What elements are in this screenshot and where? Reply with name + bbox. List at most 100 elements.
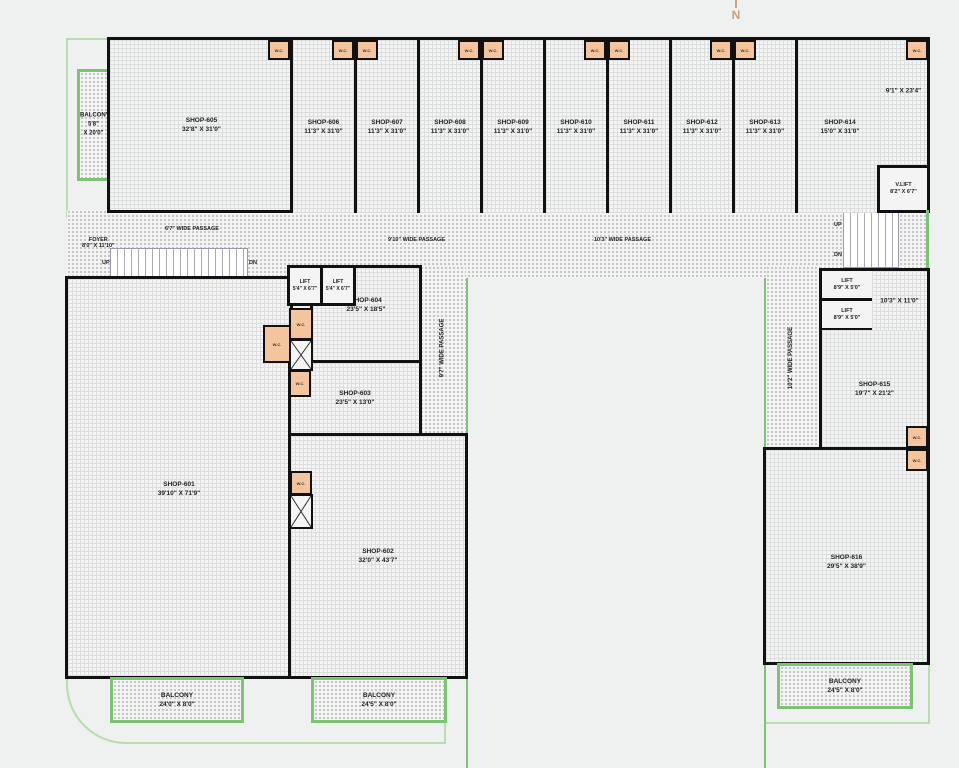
shop-size: 11'3" X 31'0" [745, 127, 785, 135]
wc: W.C. [584, 40, 606, 60]
foyer-size: 8'0" X 11'10" [82, 243, 115, 249]
lift-size: 5'4" X 6'7" [325, 285, 351, 292]
shop-name: SHOP-601 [163, 481, 195, 489]
shop-name: SHOP-613 [749, 118, 781, 126]
shop-name: SHOP-614 [824, 118, 856, 126]
wc: W.C. [906, 40, 928, 60]
right-vertical-passage [766, 266, 820, 448]
wc: W.C. [332, 40, 354, 60]
shop-name: SHOP-615 [858, 380, 891, 388]
balcony-name: BALCONY [828, 678, 862, 685]
shop-name: SHOP-609 [497, 118, 529, 126]
shop-size: 32'8" X 31'0" [182, 126, 221, 133]
left-vertical-passage [420, 266, 466, 436]
shop-size: 11'3" X 31'0" [682, 127, 722, 135]
wc: W.C. [263, 325, 291, 363]
shop-name: SHOP-616 [830, 554, 863, 562]
right-edge-green [926, 210, 929, 270]
north-label: N [731, 8, 741, 22]
passage-label: 10'2" WIDE PASSAGE [788, 326, 795, 390]
shop-size: 23'5" X 13'0" [335, 399, 375, 406]
shop-size: 11'3" X 31'0" [556, 127, 596, 135]
staircase-left [110, 248, 248, 278]
shop-name: SHOP-603 [339, 390, 371, 397]
balcony-size: 5'8" [88, 121, 99, 128]
shop-name: SHOP-607 [371, 118, 403, 126]
lift-size: 8'9" X 5'0" [833, 284, 861, 291]
duct-shaft [289, 339, 313, 371]
courtyard-outline [466, 266, 766, 768]
wc: W.C. [906, 426, 928, 448]
shop-name: SHOP-604 [350, 296, 382, 304]
shop-name: SHOP-612 [686, 118, 718, 126]
balcony-bottom-2: BALCONY 24'5" X 8'0" [311, 677, 447, 723]
shop-size: 11'3" X 31'0" [493, 127, 533, 135]
shop-size: 29'5" X 38'9" [827, 563, 866, 571]
shop-name: SHOP-602 [362, 548, 394, 555]
wc: W.C. [356, 40, 378, 60]
wc: W.C. [734, 40, 756, 60]
passage-label: 9'10" WIDE PASSAGE [388, 237, 445, 243]
shop-size: 23'5" X 18'5" [346, 305, 386, 313]
north-arrow-icon [735, 0, 737, 8]
wc: W.C. [289, 308, 313, 340]
shop-size: 11'3" X 31'0" [304, 127, 343, 135]
duct-shaft [289, 494, 313, 529]
north-indicator: N [728, 0, 744, 26]
wc: W.C. [608, 40, 630, 60]
shop-size: 39'10" X 71'9" [157, 490, 201, 498]
shop-size: 11'3" X 31'0" [367, 127, 407, 135]
balcony-name: BALCONY [362, 692, 396, 699]
wc: W.C. [289, 370, 311, 397]
lift-size: 8'2" X 6'7" [890, 189, 917, 195]
shop-name: SHOP-610 [560, 118, 592, 126]
lift-name: LIFT [841, 277, 853, 284]
shop-name: SHOP-611 [623, 118, 655, 126]
wc: W.C. [906, 449, 928, 471]
passage-label: 6'7" WIDE PASSAGE [165, 226, 219, 232]
wc: W.C. [482, 40, 504, 60]
site-outline-top-left [66, 38, 110, 218]
passage-label: 10'3" WIDE PASSAGE [594, 237, 651, 243]
shop-size: 15'0" X 31'0" [820, 127, 860, 135]
shop-size: 32'0" X 43'7" [358, 557, 398, 564]
wc: W.C. [268, 40, 290, 60]
shop-size: 11'3" X 31'0" [619, 127, 659, 135]
lift-name: LIFT [299, 278, 311, 285]
shop-name: SHOP-606 [307, 118, 340, 126]
room-top-right: 9'1" X 23'4" [880, 37, 930, 167]
staircase-right [843, 210, 899, 268]
shop-603: SHOP-603 23'5" X 13'0" [288, 360, 422, 436]
shop-602: SHOP-602 32'0" X 43'7" [288, 433, 468, 679]
room-size: 10'3" X 11'0" [880, 297, 919, 305]
shop-size: 19'7" X 21'2" [855, 389, 894, 397]
passage-label: 9'7" WIDE PASSAGE [439, 318, 446, 378]
shop-size: 11'3" X 31'0" [430, 127, 470, 135]
stair-down-label: DN [249, 260, 257, 266]
lift-size: 8'9" X 5'0" [833, 314, 861, 321]
balcony-size: 24'5" X 8'0" [361, 701, 397, 708]
lift-name: LIFT [332, 278, 344, 285]
balcony-size: 24'0" X 8'0" [159, 701, 195, 708]
lift-name: LIFT [841, 307, 853, 314]
